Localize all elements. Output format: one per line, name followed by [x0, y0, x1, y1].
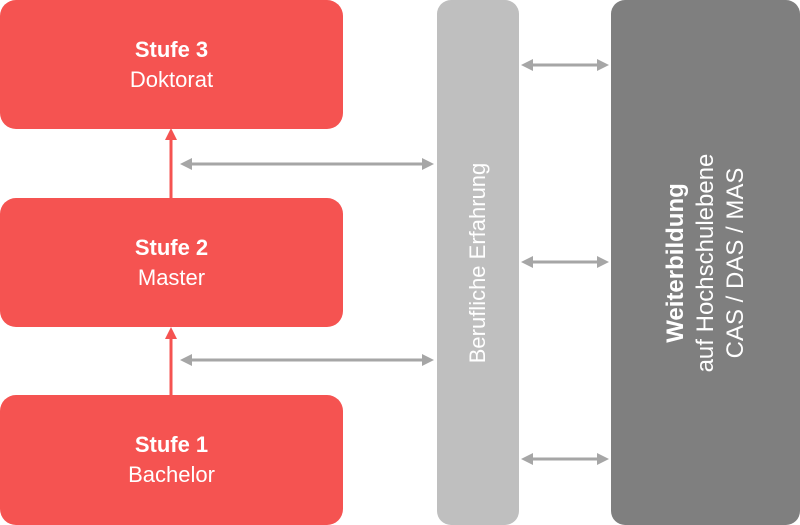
stage-2-box: Stufe 2 Master: [0, 198, 343, 327]
stage-1-subtitle: Bachelor: [128, 462, 215, 487]
stage-3-title: Stufe 3: [134, 36, 209, 62]
stage-3-box: Stufe 3 Doktorat: [0, 0, 343, 129]
stage-3-subtitle: Doktorat: [129, 66, 214, 92]
stage-1-box: Stufe 1 Bachelor: [0, 395, 343, 525]
further-education-bar: Weiterbildung auf Hochschulebene CAS / D…: [611, 0, 800, 525]
stage-2-subtitle: Master: [137, 264, 206, 290]
stage-1-title: Stufe 1: [134, 432, 209, 457]
stage-2-title: Stufe 2: [134, 234, 209, 260]
professional-experience-bar: Berufliche Erfahrung: [437, 0, 519, 525]
